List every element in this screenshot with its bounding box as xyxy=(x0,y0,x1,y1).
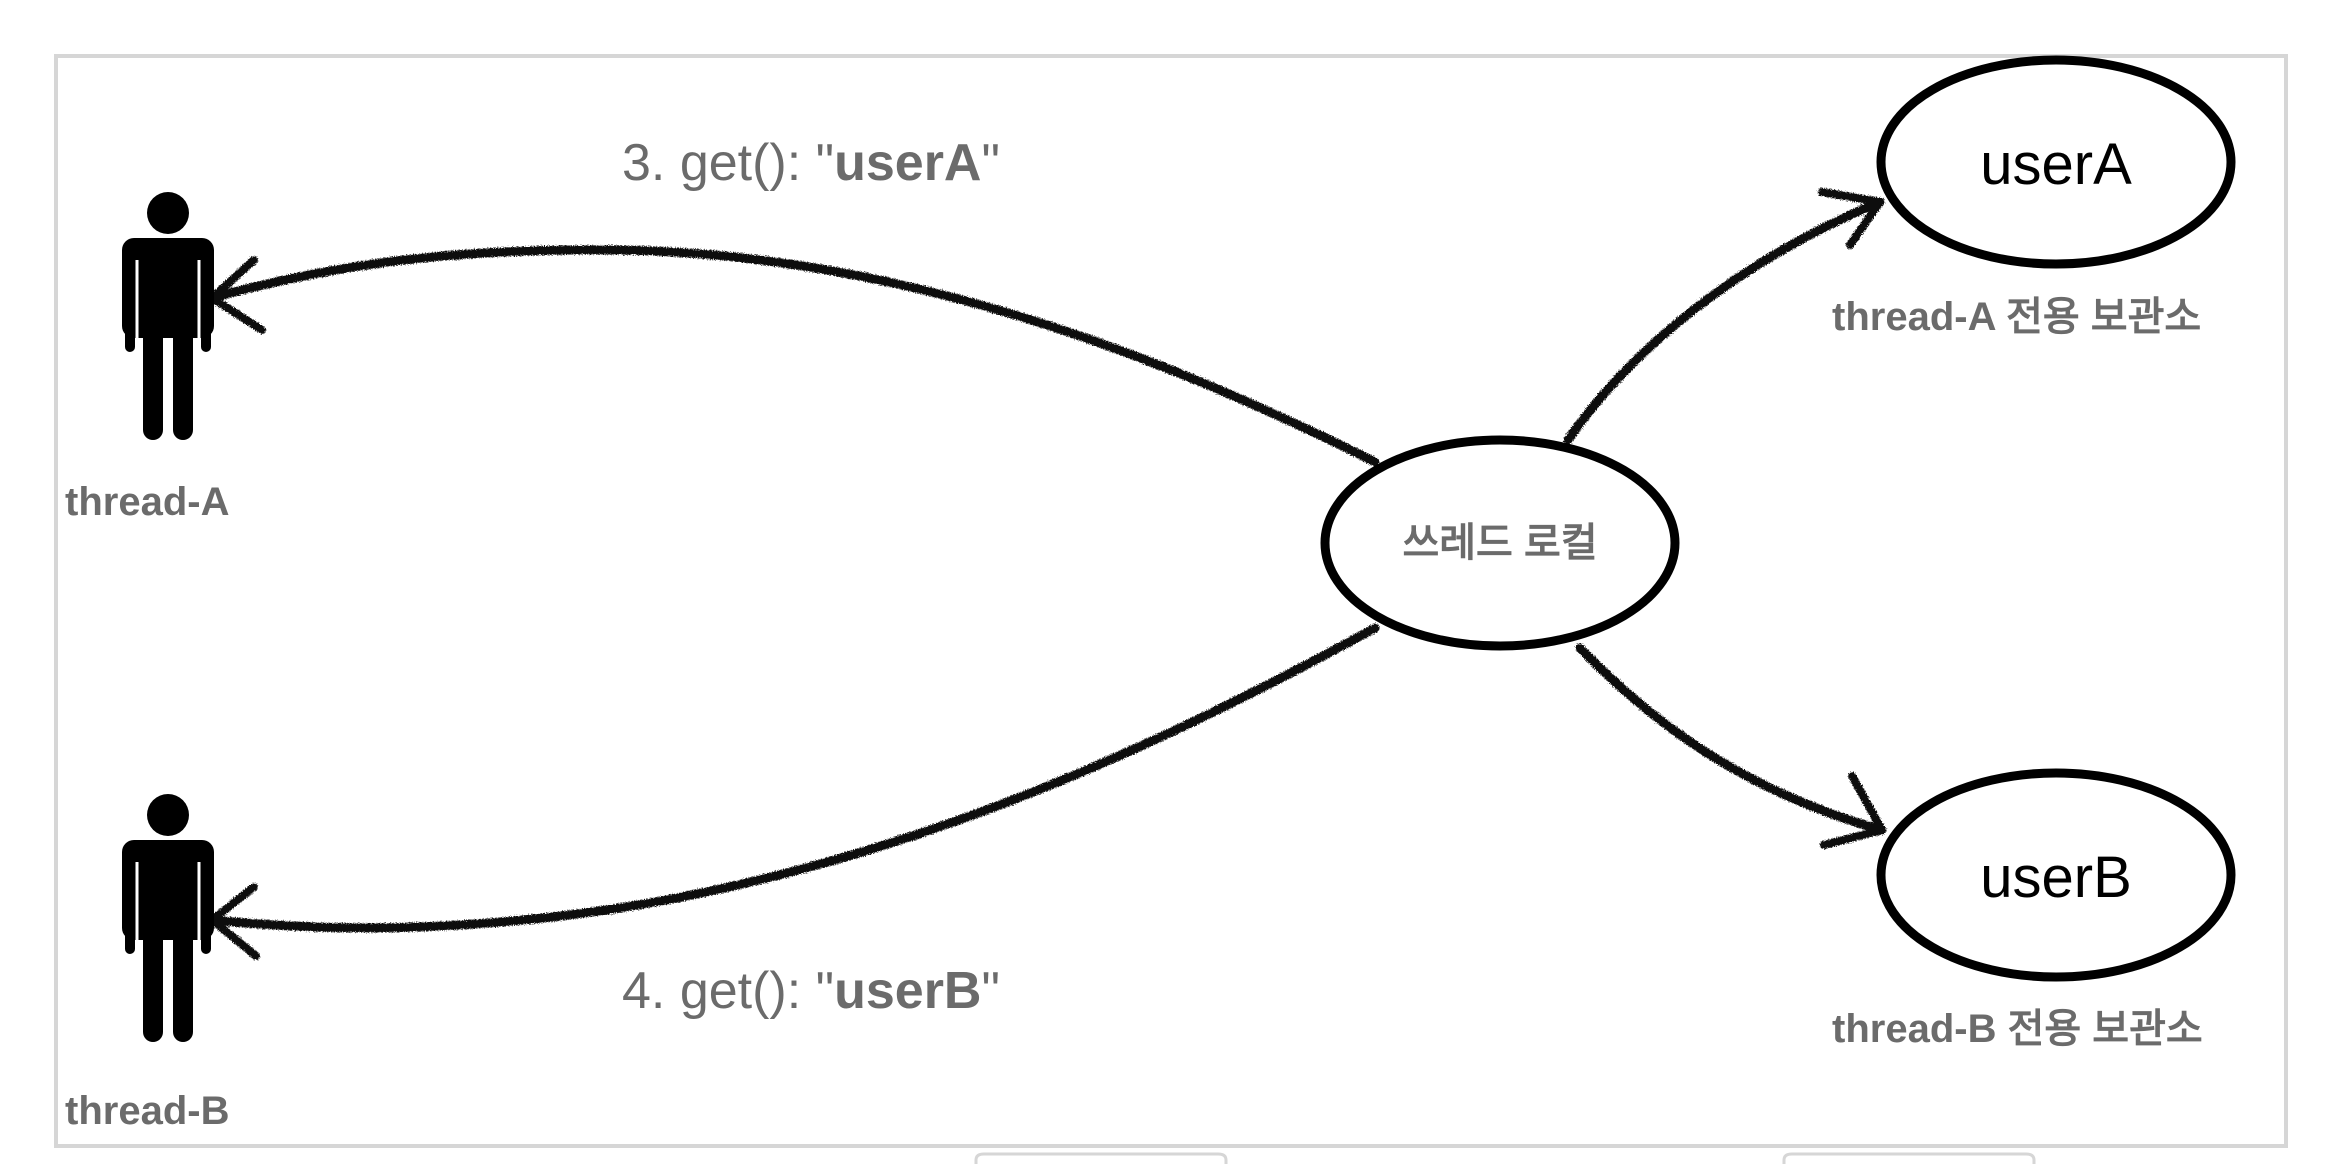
get-label-user-a: 3. get(): "userA" xyxy=(622,134,1000,192)
actor-label-thread-b: thread-B xyxy=(65,1089,229,1133)
storage-caption-thread-b: thread-B 전용 보관소 xyxy=(1832,1007,2203,1051)
arrow-threadlocal-to-user-b xyxy=(1575,643,1887,849)
bottom-tab-left xyxy=(974,1152,1228,1164)
thread-local-node: 쓰레드 로컬 xyxy=(1320,435,1680,651)
thread-local-label: 쓰레드 로컬 xyxy=(1402,521,1597,565)
bottom-tab-right xyxy=(1782,1152,2036,1164)
storage-node-user-a: userA xyxy=(1876,55,2236,269)
diagram-frame xyxy=(54,54,2288,1148)
get-label-user-b: 4. get(): "userB" xyxy=(622,962,1000,1020)
person-icon xyxy=(122,794,214,1042)
user-b-label: userB xyxy=(1980,845,2132,910)
actor-label-thread-a: thread-A xyxy=(65,480,229,524)
storage-caption-thread-a: thread-A 전용 보관소 xyxy=(1832,295,2201,339)
person-icon xyxy=(122,192,214,440)
arrow-threadlocal-to-user-a xyxy=(1563,188,1885,445)
storage-node-user-b: userB xyxy=(1876,768,2236,982)
user-a-label: userA xyxy=(1980,132,2132,197)
